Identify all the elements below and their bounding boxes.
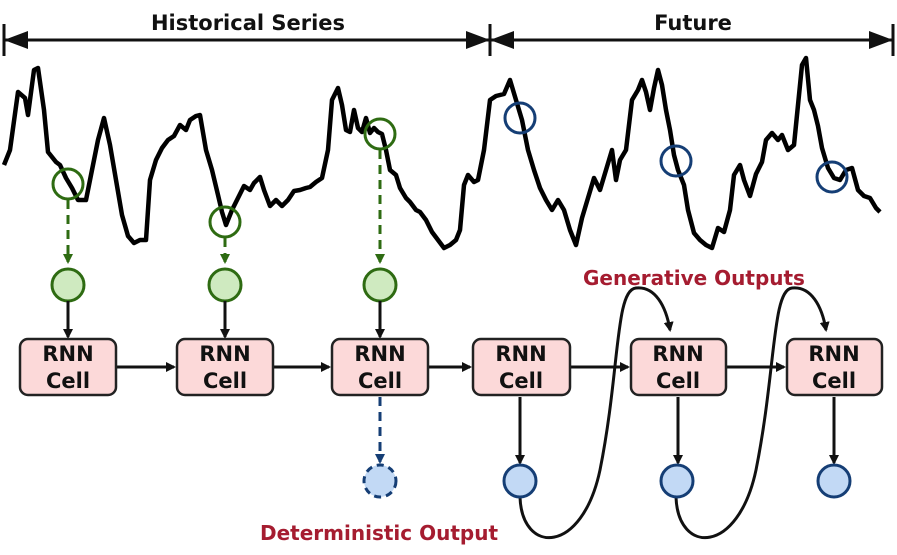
rnn-cell-4-line2: Cell	[499, 369, 543, 393]
deterministic-output-label: Deterministic Output	[260, 521, 498, 545]
time-series-line	[1, 55, 882, 251]
rnn-cell-6-line2: Cell	[812, 369, 856, 393]
rnn-cell-1-line1: RNN	[42, 342, 93, 366]
input-sample-circle-1	[51, 167, 85, 201]
arrowhead-left	[4, 31, 28, 49]
rnn-cell-5-line2: Cell	[656, 369, 700, 393]
future-sample-circle-3	[815, 160, 849, 194]
input-node-1	[50, 267, 86, 303]
rnn-cell-4-line1: RNN	[495, 342, 546, 366]
future-label-bg	[650, 6, 740, 36]
generative-output-node-2	[659, 463, 695, 499]
arrowhead-mid-left	[466, 31, 490, 49]
input-sample-circle-2	[208, 205, 242, 239]
input-node-2	[207, 267, 243, 303]
rnn-cell-3-line1: RNN	[354, 342, 405, 366]
rnn-cell-3-line2: Cell	[358, 369, 402, 393]
generative-loop-2	[674, 286, 830, 540]
deterministic-output-node	[362, 463, 398, 499]
rnn-cell-2-line1: RNN	[199, 342, 250, 366]
generative-output-node-1	[502, 463, 538, 499]
rnn-cell-1: RNN Cell	[18, 337, 118, 397]
future-sample-circle-1	[503, 101, 537, 135]
input-sample-circle-3	[363, 117, 397, 151]
rnn-cell-5-line1: RNN	[652, 342, 703, 366]
historical-label-bg	[150, 6, 370, 36]
rnn-cell-4: RNN Cell	[471, 337, 572, 397]
historical-label: Historical Series	[151, 11, 345, 35]
rnn-cell-2: RNN Cell	[175, 337, 275, 397]
rnn-cell-3: RNN Cell	[330, 337, 430, 397]
generative-output-node-3	[816, 463, 852, 499]
rnn-cell-2-line2: Cell	[203, 369, 247, 393]
future-sample-circle-2	[659, 144, 693, 178]
arrowhead-mid-right	[490, 31, 514, 49]
rnn-cell-5: RNN Cell	[629, 337, 728, 397]
future-label: Future	[654, 11, 732, 35]
arrowhead-right	[869, 31, 893, 49]
rnn-cell-1-line2: Cell	[46, 369, 90, 393]
timeline-header: Historical Series Future	[2, 6, 895, 56]
rnn-cell-6: RNN Cell	[785, 337, 884, 397]
generative-loop-1	[518, 286, 674, 540]
rnn-cell-6-line1: RNN	[808, 342, 859, 366]
generative-outputs-label: Generative Outputs	[583, 266, 805, 290]
input-node-3	[362, 267, 398, 303]
